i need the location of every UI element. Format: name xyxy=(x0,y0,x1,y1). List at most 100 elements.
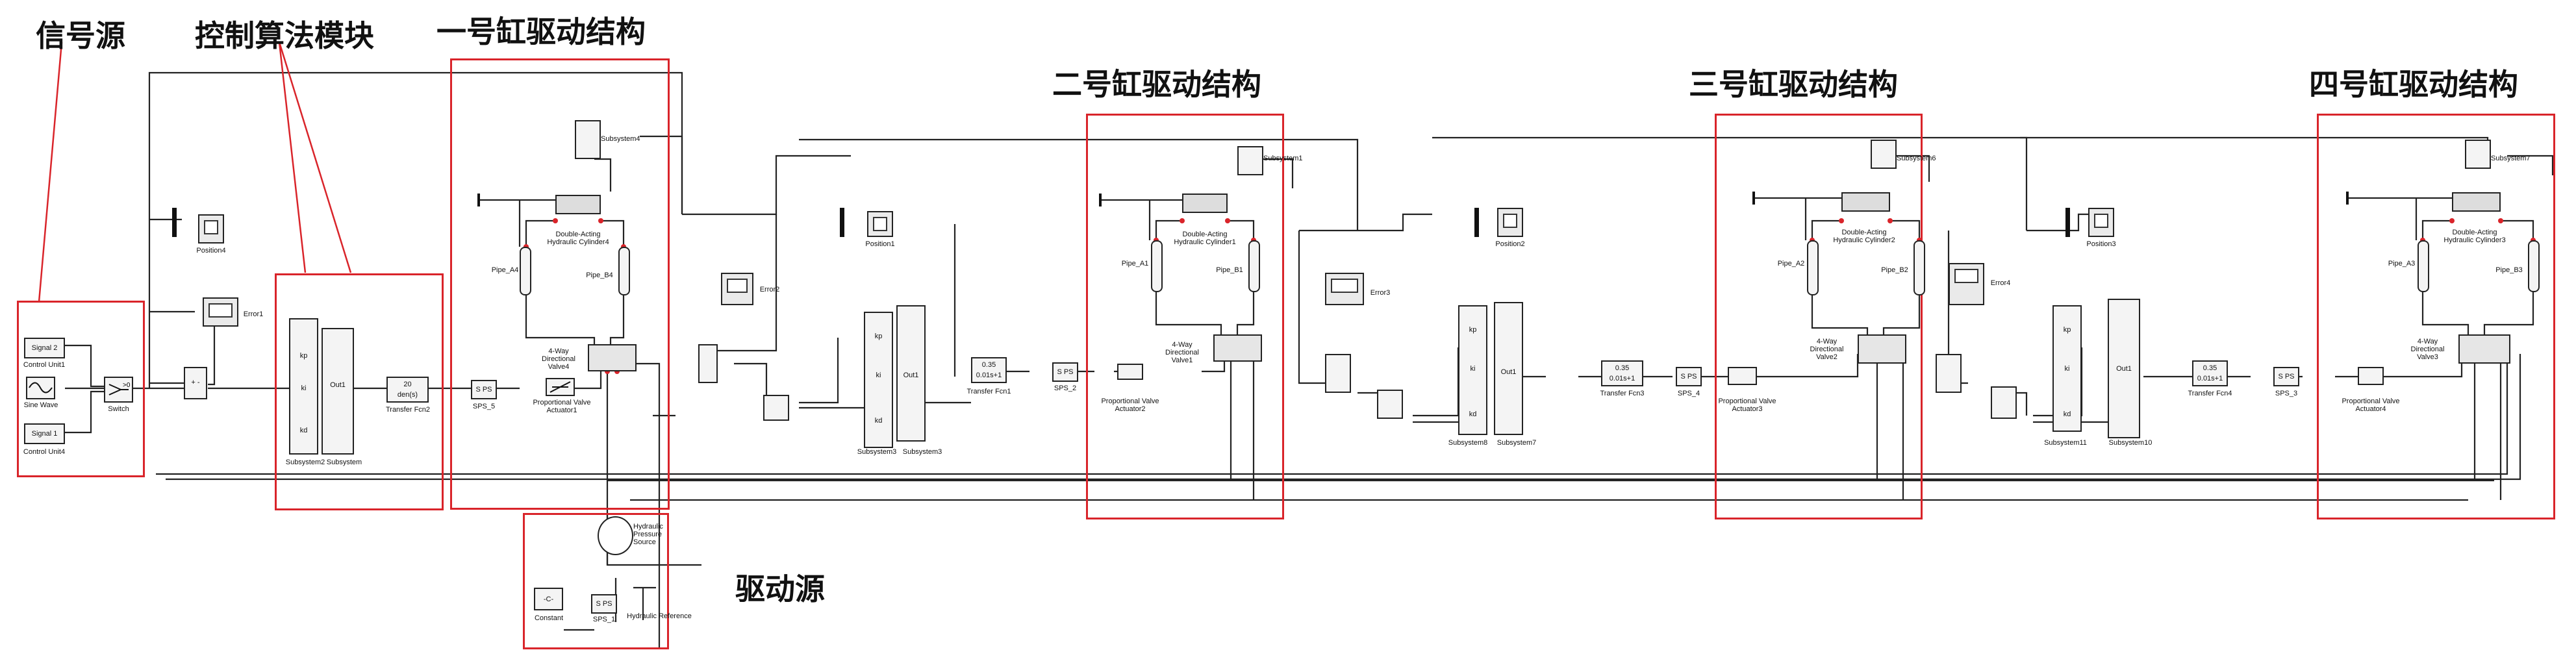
transfer-fcn2-block[interactable]: 20 den(s) xyxy=(386,377,429,403)
switch-block[interactable]: >0 xyxy=(104,377,133,403)
pipe-b4-block[interactable] xyxy=(618,247,630,295)
valve-actuator4-block[interactable] xyxy=(2358,367,2384,385)
signal1-block[interactable]: Signal 1 xyxy=(24,423,65,444)
signal2-block[interactable]: Signal 2 xyxy=(24,338,65,358)
kp-port: kp xyxy=(1469,326,1477,334)
valve3-label: 4-Way Directional Valve3 xyxy=(2410,338,2445,362)
sps1-block[interactable]: S PS xyxy=(591,594,617,614)
error4-label: Error4 xyxy=(1990,279,2011,287)
cylinder2-block[interactable] xyxy=(1841,192,1890,212)
sum-block-2a[interactable] xyxy=(698,344,718,383)
hydraulic-reference-label: Hydraulic Reference xyxy=(627,612,692,620)
pipe-a1-block[interactable] xyxy=(1151,240,1163,292)
transfer-fcn3-block[interactable]: 0.35 0.01s+1 xyxy=(1601,360,1643,386)
pipe-a2-block[interactable] xyxy=(1807,240,1819,295)
subsystem4-block[interactable] xyxy=(575,120,601,159)
subsystem4-label: Subsystem4 xyxy=(601,135,640,143)
valve3-block[interactable] xyxy=(2458,334,2510,364)
cylinder1-block[interactable] xyxy=(1182,194,1228,213)
transfer-fcn4-block[interactable]: 0.35 0.01s+1 xyxy=(2192,360,2228,386)
kd-port: kd xyxy=(299,427,308,434)
error1-scope[interactable] xyxy=(203,297,238,327)
valve2-label: 4-Way Directional Valve2 xyxy=(1810,338,1844,362)
tf4-den: 0.01s+1 xyxy=(2197,375,2223,382)
subsystem3a-block[interactable]: kp ki kd xyxy=(864,312,893,448)
sum-block-3a[interactable] xyxy=(1325,354,1351,393)
sine-icon xyxy=(29,382,53,394)
constant-value: -C- xyxy=(543,595,554,603)
sps4-block[interactable]: S PS xyxy=(1676,367,1702,386)
valve-actuator2-label: Proportional Valve Actuator2 xyxy=(1101,397,1159,414)
sps4-label: SPS_4 xyxy=(1677,390,1700,397)
sum-block-4a[interactable] xyxy=(1936,354,1962,393)
valve4-block[interactable] xyxy=(588,344,637,371)
pipe-a4-label: Pipe_A4 xyxy=(491,266,519,274)
pipe-b1-block[interactable] xyxy=(1248,240,1260,292)
valve-actuator2-block[interactable] xyxy=(1117,364,1143,380)
mux-bar-2 xyxy=(840,208,844,237)
pressure-source-block[interactable] xyxy=(598,516,633,555)
pipe-b2-block[interactable] xyxy=(1913,240,1925,295)
pipe-a4-block[interactable] xyxy=(520,247,531,295)
subsystem6-block[interactable] xyxy=(1871,140,1897,169)
sps1-icon: S PS xyxy=(596,600,612,608)
pipe-b3-block[interactable] xyxy=(2528,240,2540,292)
sum-block-3b[interactable] xyxy=(1377,390,1403,419)
out1-port: Out1 xyxy=(903,371,919,379)
valve2-block[interactable] xyxy=(1858,334,1906,364)
control-module-region xyxy=(275,273,444,510)
out1-port: Out1 xyxy=(1500,368,1517,376)
sum-block-2b[interactable] xyxy=(763,395,789,421)
transfer-fcn2-label: Transfer Fcn2 xyxy=(385,406,431,414)
tf3-den: 0.01s+1 xyxy=(1609,375,1635,382)
sum-sign: + - xyxy=(191,379,200,386)
position3-scope[interactable] xyxy=(2088,208,2114,237)
sum-block-1[interactable]: + - xyxy=(184,367,207,399)
kd-port: kd xyxy=(874,417,883,425)
kp-port: kp xyxy=(2063,326,2071,334)
subsystem6-label: Subsystem6 xyxy=(1897,155,1936,162)
position1-scope[interactable] xyxy=(867,211,893,237)
sps2-icon: S PS xyxy=(1057,368,1074,376)
subsystem7-block[interactable]: Out1 xyxy=(1494,302,1523,435)
valve-actuator3-block[interactable] xyxy=(1728,367,1757,385)
pipe-a3-block[interactable] xyxy=(2418,240,2429,292)
error2-scope[interactable] xyxy=(721,273,753,305)
constant-block[interactable]: -C- xyxy=(534,588,563,610)
sps3-icon: S PS xyxy=(2278,373,2295,381)
subsystem2-block[interactable]: kp ki kd xyxy=(289,318,318,455)
position4-scope[interactable] xyxy=(198,214,224,244)
cylinder4-block[interactable] xyxy=(555,195,601,214)
mux-bar-1 xyxy=(172,208,177,237)
subsystem-block[interactable]: Out1 xyxy=(322,328,354,455)
switch-label: Switch xyxy=(108,405,129,413)
cyl3-drive-label: 三号缸驱动结构 xyxy=(1689,67,1898,102)
cylinder3-block[interactable] xyxy=(2452,192,2501,212)
subsystem8-block[interactable]: kp ki kd xyxy=(1458,305,1487,435)
sps5-block[interactable]: S PS xyxy=(471,380,497,399)
subsystem11-block[interactable]: kp ki kd xyxy=(2052,305,2082,432)
sps2-label: SPS_2 xyxy=(1054,384,1077,392)
sum-block-4b[interactable] xyxy=(1991,386,2017,419)
valve-actuator1-block[interactable] xyxy=(546,378,575,396)
sps3-block[interactable]: S PS xyxy=(2273,367,2299,386)
transfer-fcn1-block[interactable]: 0.35 0.01s+1 xyxy=(971,357,1007,383)
tf2-den: den(s) xyxy=(397,391,418,399)
subsystem10-block[interactable]: Out1 xyxy=(2108,299,2140,438)
sps2-block[interactable]: S PS xyxy=(1052,362,1078,382)
tf1-num: 0.35 xyxy=(981,361,996,369)
error3-scope[interactable] xyxy=(1325,273,1364,305)
error4-scope[interactable] xyxy=(1949,263,1984,305)
tf2-num: 20 xyxy=(403,381,412,388)
sine-wave-block[interactable] xyxy=(26,377,55,399)
ground-4 xyxy=(2346,192,2349,205)
subsystem1-label: Subsystem1 xyxy=(1263,155,1303,162)
sine-wave-label: Sine Wave xyxy=(23,401,58,409)
subsystem1-block[interactable] xyxy=(1237,146,1263,175)
out1-port: Out1 xyxy=(2116,365,2132,373)
error2-label: Error2 xyxy=(759,286,780,294)
subsystem3b-block[interactable]: Out1 xyxy=(896,305,926,442)
position2-scope[interactable] xyxy=(1497,208,1523,237)
subsystem7b-block[interactable] xyxy=(2465,140,2491,169)
valve1-block[interactable] xyxy=(1213,334,1262,362)
